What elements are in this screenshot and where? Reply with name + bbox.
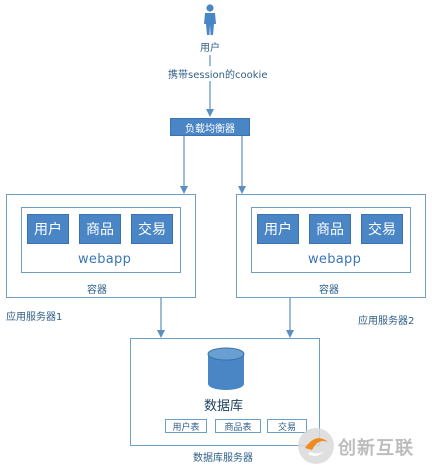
app-server-2: 用户 商品 交易 webapp 容器 bbox=[236, 194, 426, 298]
module-goods-left: 商品 bbox=[79, 214, 121, 244]
database-icon bbox=[207, 347, 245, 390]
load-balancer: 负载均衡器 bbox=[170, 118, 250, 136]
watermark: 创新互联 bbox=[290, 420, 432, 470]
server-label-right: 应用服务器2 bbox=[358, 316, 415, 327]
container-label-left: 容器 bbox=[87, 285, 107, 296]
table-goods: 商品表 bbox=[215, 419, 261, 433]
module-user-right: 用户 bbox=[257, 214, 299, 244]
webapp-box-right: 用户 商品 交易 webapp bbox=[251, 207, 411, 273]
server-label-left: 应用服务器1 bbox=[6, 312, 63, 323]
module-trade-right: 交易 bbox=[361, 214, 403, 244]
database-label: 数据库 bbox=[204, 399, 244, 414]
table-user: 用户表 bbox=[165, 419, 207, 433]
module-user-left: 用户 bbox=[27, 214, 69, 244]
watermark-text: 创新互联 bbox=[338, 438, 414, 459]
swirl-logo-icon bbox=[298, 428, 334, 464]
load-balancer-label: 负载均衡器 bbox=[185, 123, 235, 135]
database-server-label: 数据库服务器 bbox=[193, 453, 253, 464]
request-label: 携带session的cookie bbox=[166, 66, 270, 81]
user-label: 用户 bbox=[200, 43, 220, 54]
webapp-label-left: webapp bbox=[78, 252, 132, 267]
module-goods-right: 商品 bbox=[309, 214, 351, 244]
container-label-right: 容器 bbox=[319, 285, 339, 296]
module-trade-left: 交易 bbox=[131, 214, 173, 244]
table-trade: 交易 bbox=[267, 419, 307, 433]
webapp-box-left: 用户 商品 交易 webapp bbox=[21, 207, 181, 273]
webapp-label-right: webapp bbox=[308, 252, 362, 267]
person-icon bbox=[204, 4, 216, 35]
app-server-1: 用户 商品 交易 webapp 容器 bbox=[6, 194, 196, 298]
database-server: 数据库 用户表 商品表 交易 bbox=[130, 338, 320, 446]
